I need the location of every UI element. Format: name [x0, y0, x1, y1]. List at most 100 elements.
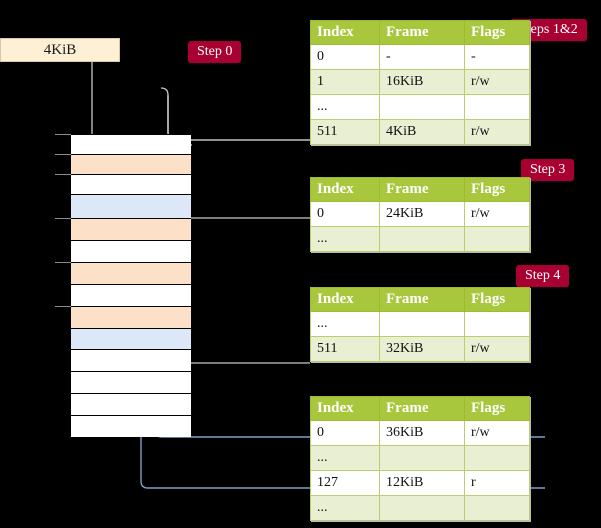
cell-frame: 32KiB	[379, 336, 465, 362]
badge-wrapper-step-3: Step 3	[521, 159, 575, 182]
column-header-flags: Flags	[464, 177, 530, 202]
cell-frame: 16KiB	[379, 69, 465, 95]
column-header-frame: Frame	[379, 177, 465, 202]
table-row[interactable]: 0--	[310, 44, 530, 70]
memory-frame-row	[71, 175, 191, 195]
badge-step-4: Step 4	[516, 265, 570, 288]
badge-wrapper-step-4: Step 4	[516, 265, 570, 288]
memory-frame-row	[71, 416, 191, 437]
cell-flags: r	[464, 470, 530, 496]
memory-frame-row	[71, 394, 191, 416]
table-row[interactable]: ...	[310, 445, 530, 471]
memory-frame-row	[71, 155, 191, 175]
cell-frame: 4KiB	[379, 119, 465, 145]
column-header-frame: Frame	[379, 20, 465, 45]
column-header-index: Index	[310, 177, 380, 202]
cell-flags	[464, 495, 530, 521]
physical-memory-column	[70, 134, 191, 437]
memory-frame-row	[71, 135, 191, 155]
cell-index: ...	[310, 226, 380, 252]
cell-flags	[464, 445, 530, 471]
cell-frame	[379, 94, 465, 120]
memory-row-tick	[55, 134, 71, 135]
cell-flags: r/w	[464, 69, 530, 95]
cell-index: ...	[310, 311, 380, 337]
memory-row-tick	[55, 154, 71, 155]
cell-index: 511	[310, 119, 380, 145]
badge-wrapper-step-0: Step 0	[188, 41, 242, 64]
table-row[interactable]: ...	[310, 311, 530, 337]
memory-row-tick	[55, 174, 71, 175]
memory-frame-row	[71, 263, 191, 285]
cell-index: 1	[310, 69, 380, 95]
memory-frame-row	[71, 219, 191, 241]
cell-frame: -	[379, 44, 465, 70]
cell-frame	[379, 226, 465, 252]
column-header-index: Index	[310, 20, 380, 45]
cell-index: 0	[310, 201, 380, 227]
cell-flags	[464, 94, 530, 120]
source-frame-box: 4KiB	[0, 38, 120, 62]
memory-frame-row	[71, 329, 191, 350]
cell-frame: 36KiB	[379, 420, 465, 446]
memory-frame-row	[71, 241, 191, 263]
column-header-index: Index	[310, 396, 380, 421]
memory-row-tick	[55, 218, 71, 219]
cell-index: ...	[310, 445, 380, 471]
memory-row-tick	[55, 262, 71, 263]
memory-frame-row	[71, 350, 191, 372]
column-header-flags: Flags	[464, 20, 530, 45]
cell-flags	[464, 226, 530, 252]
memory-frame-row	[71, 307, 191, 329]
column-header-frame: Frame	[379, 396, 465, 421]
cell-flags: -	[464, 44, 530, 70]
memory-row-tick	[55, 306, 71, 307]
cell-flags: r/w	[464, 119, 530, 145]
column-header-flags: Flags	[464, 396, 530, 421]
cell-index: ...	[310, 495, 380, 521]
cell-index: ...	[310, 94, 380, 120]
table-row[interactable]: ...	[310, 495, 530, 521]
cell-index: 0	[310, 420, 380, 446]
cell-index: 0	[310, 44, 380, 70]
badge-step-0: Step 0	[188, 41, 242, 64]
cell-frame	[379, 445, 465, 471]
table-row[interactable]: ...	[310, 226, 530, 252]
cell-flags: r/w	[464, 420, 530, 446]
cell-index: 127	[310, 470, 380, 496]
table-row[interactable]: ...	[310, 94, 530, 120]
column-header-flags: Flags	[464, 287, 530, 312]
cell-flags: r/w	[464, 336, 530, 362]
cell-flags	[464, 311, 530, 337]
memory-frame-row	[71, 195, 191, 219]
memory-frame-row	[71, 285, 191, 307]
cell-flags: r/w	[464, 201, 530, 227]
cell-frame: 24KiB	[379, 201, 465, 227]
cell-index: 511	[310, 336, 380, 362]
memory-frame-row	[71, 372, 191, 394]
source-frame-label: 4KiB	[43, 41, 77, 58]
cell-frame	[379, 495, 465, 521]
cell-frame	[379, 311, 465, 337]
badge-step-3: Step 3	[521, 159, 575, 182]
column-header-frame: Frame	[379, 287, 465, 312]
